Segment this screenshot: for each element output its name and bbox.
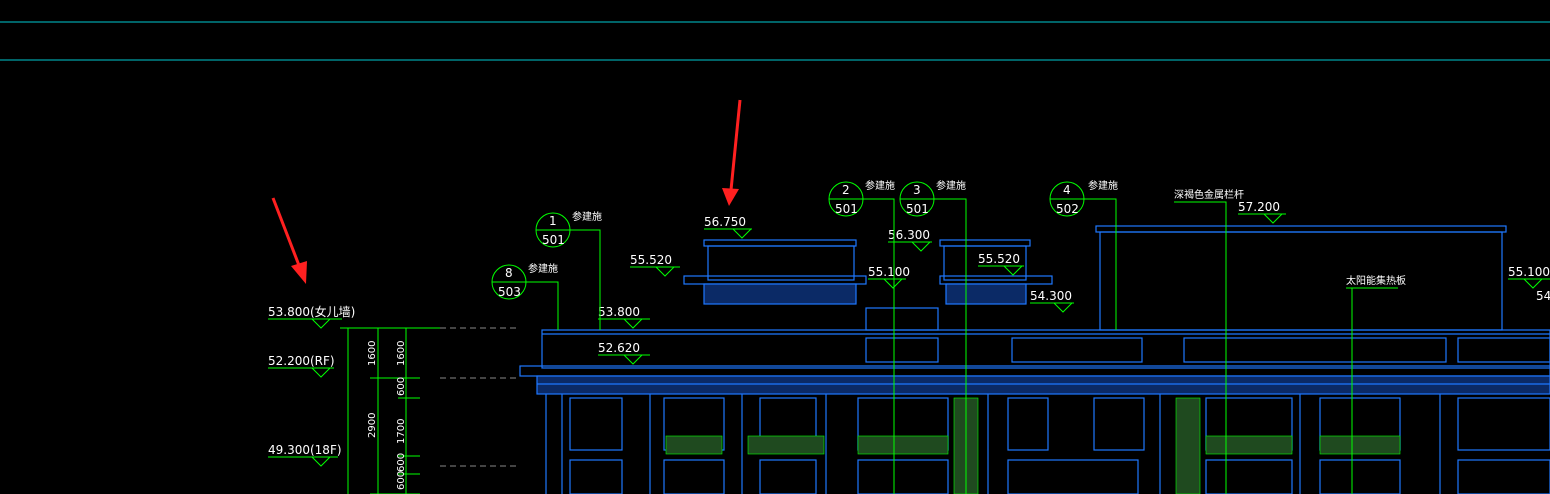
solar-annotation: 太阳能集热板: [1346, 274, 1406, 494]
railing-note: 深褐色金属栏杆: [1174, 188, 1244, 201]
elevation-marker-52620: 52.620: [598, 341, 650, 365]
elevation-marker-57200: 57.200: [1238, 200, 1286, 224]
dimension-600-c: 600: [396, 471, 407, 490]
elevation-label-56750: 56.750: [704, 215, 746, 229]
callout-sheet: 502: [1056, 202, 1079, 216]
callout-sheet: 503: [498, 285, 521, 299]
detail-callout-2[interactable]: 2 501 参建施: [828, 179, 895, 494]
callout-note: 参建施: [528, 262, 558, 275]
elevation-label-rf: 52.200(RF): [268, 354, 335, 368]
elevation-label-55100-mid: 55.100: [868, 265, 910, 279]
callout-number: 4: [1063, 183, 1071, 197]
dimension-chain: [340, 327, 520, 494]
elevation-label-partial: 54: [1536, 289, 1550, 303]
elevation-marker-54300: 54.300: [1030, 289, 1074, 313]
dimension-1700: 1700: [396, 419, 407, 444]
callout-note: 参建施: [1088, 179, 1118, 192]
detail-callout-4[interactable]: 4 502 参建施: [1049, 179, 1118, 330]
elevation-marker-18f: 49.300(18F): [268, 443, 342, 467]
elevation-marker-56750: 56.750: [704, 215, 752, 239]
callout-sheet: 501: [542, 233, 565, 247]
elevation-label-55520-left: 55.520: [630, 253, 672, 267]
callout-note: 参建施: [572, 210, 602, 223]
callout-number: 3: [913, 183, 921, 197]
elevation-label-52620: 52.620: [598, 341, 640, 355]
red-arrow-right: [722, 99, 742, 206]
elevation-marker-56300: 56.300: [888, 228, 932, 252]
callout-number: 2: [842, 183, 850, 197]
elevation-label-53800-inner: 53.800: [598, 305, 640, 319]
callout-note: 参建施: [936, 179, 966, 192]
detail-callout-1[interactable]: 1 501 参建施: [535, 210, 602, 330]
elevation-marker-53800-inner: 53.800: [598, 305, 650, 329]
elevation-marker-parapet: 53.800(女儿墙): [268, 304, 355, 329]
building-elevation: [519, 225, 1550, 494]
railing-annotation: 深褐色金属栏杆: [1174, 188, 1244, 494]
red-arrow-left: [271, 197, 307, 284]
elevation-marker-55520-right: 55.520: [978, 252, 1024, 276]
detail-callout-8[interactable]: 8 503 参建施: [491, 262, 559, 330]
callout-note: 参建施: [865, 179, 895, 192]
elevation-label-54300: 54.300: [1030, 289, 1072, 303]
callout-sheet: 501: [906, 202, 929, 216]
elevation-label-57200: 57.200: [1238, 200, 1280, 214]
elevation-marker-55100-mid: 55.100: [868, 265, 910, 289]
dimension-1600-left: 1600: [367, 341, 378, 366]
dimension-1600-right: 1600: [396, 341, 407, 366]
callout-number: 8: [505, 266, 513, 280]
callout-number: 1: [549, 214, 557, 228]
callout-sheet: 501: [835, 202, 858, 216]
elevation-label-55520-right: 55.520: [978, 252, 1020, 266]
elevation-marker-rf: 52.200(RF): [268, 354, 335, 378]
elevation-label-55100-right: 55.100: [1508, 265, 1550, 279]
solar-note: 太阳能集热板: [1346, 274, 1406, 287]
dimension-600-b: 600: [396, 453, 407, 472]
elevation-label-18f: 49.300(18F): [268, 443, 342, 457]
elevation-label-parapet: 53.800(女儿墙): [268, 304, 355, 319]
elevation-label-56300: 56.300: [888, 228, 930, 242]
elevation-marker-55100-right: 55.100: [1508, 265, 1550, 289]
elevation-marker-55520-left: 55.520: [630, 253, 680, 277]
dimension-600-a: 600: [396, 377, 407, 396]
balcony-hatch: [665, 397, 1401, 494]
detail-callout-3[interactable]: 3 501 参建施: [899, 179, 967, 494]
dimension-2900: 2900: [367, 413, 378, 438]
